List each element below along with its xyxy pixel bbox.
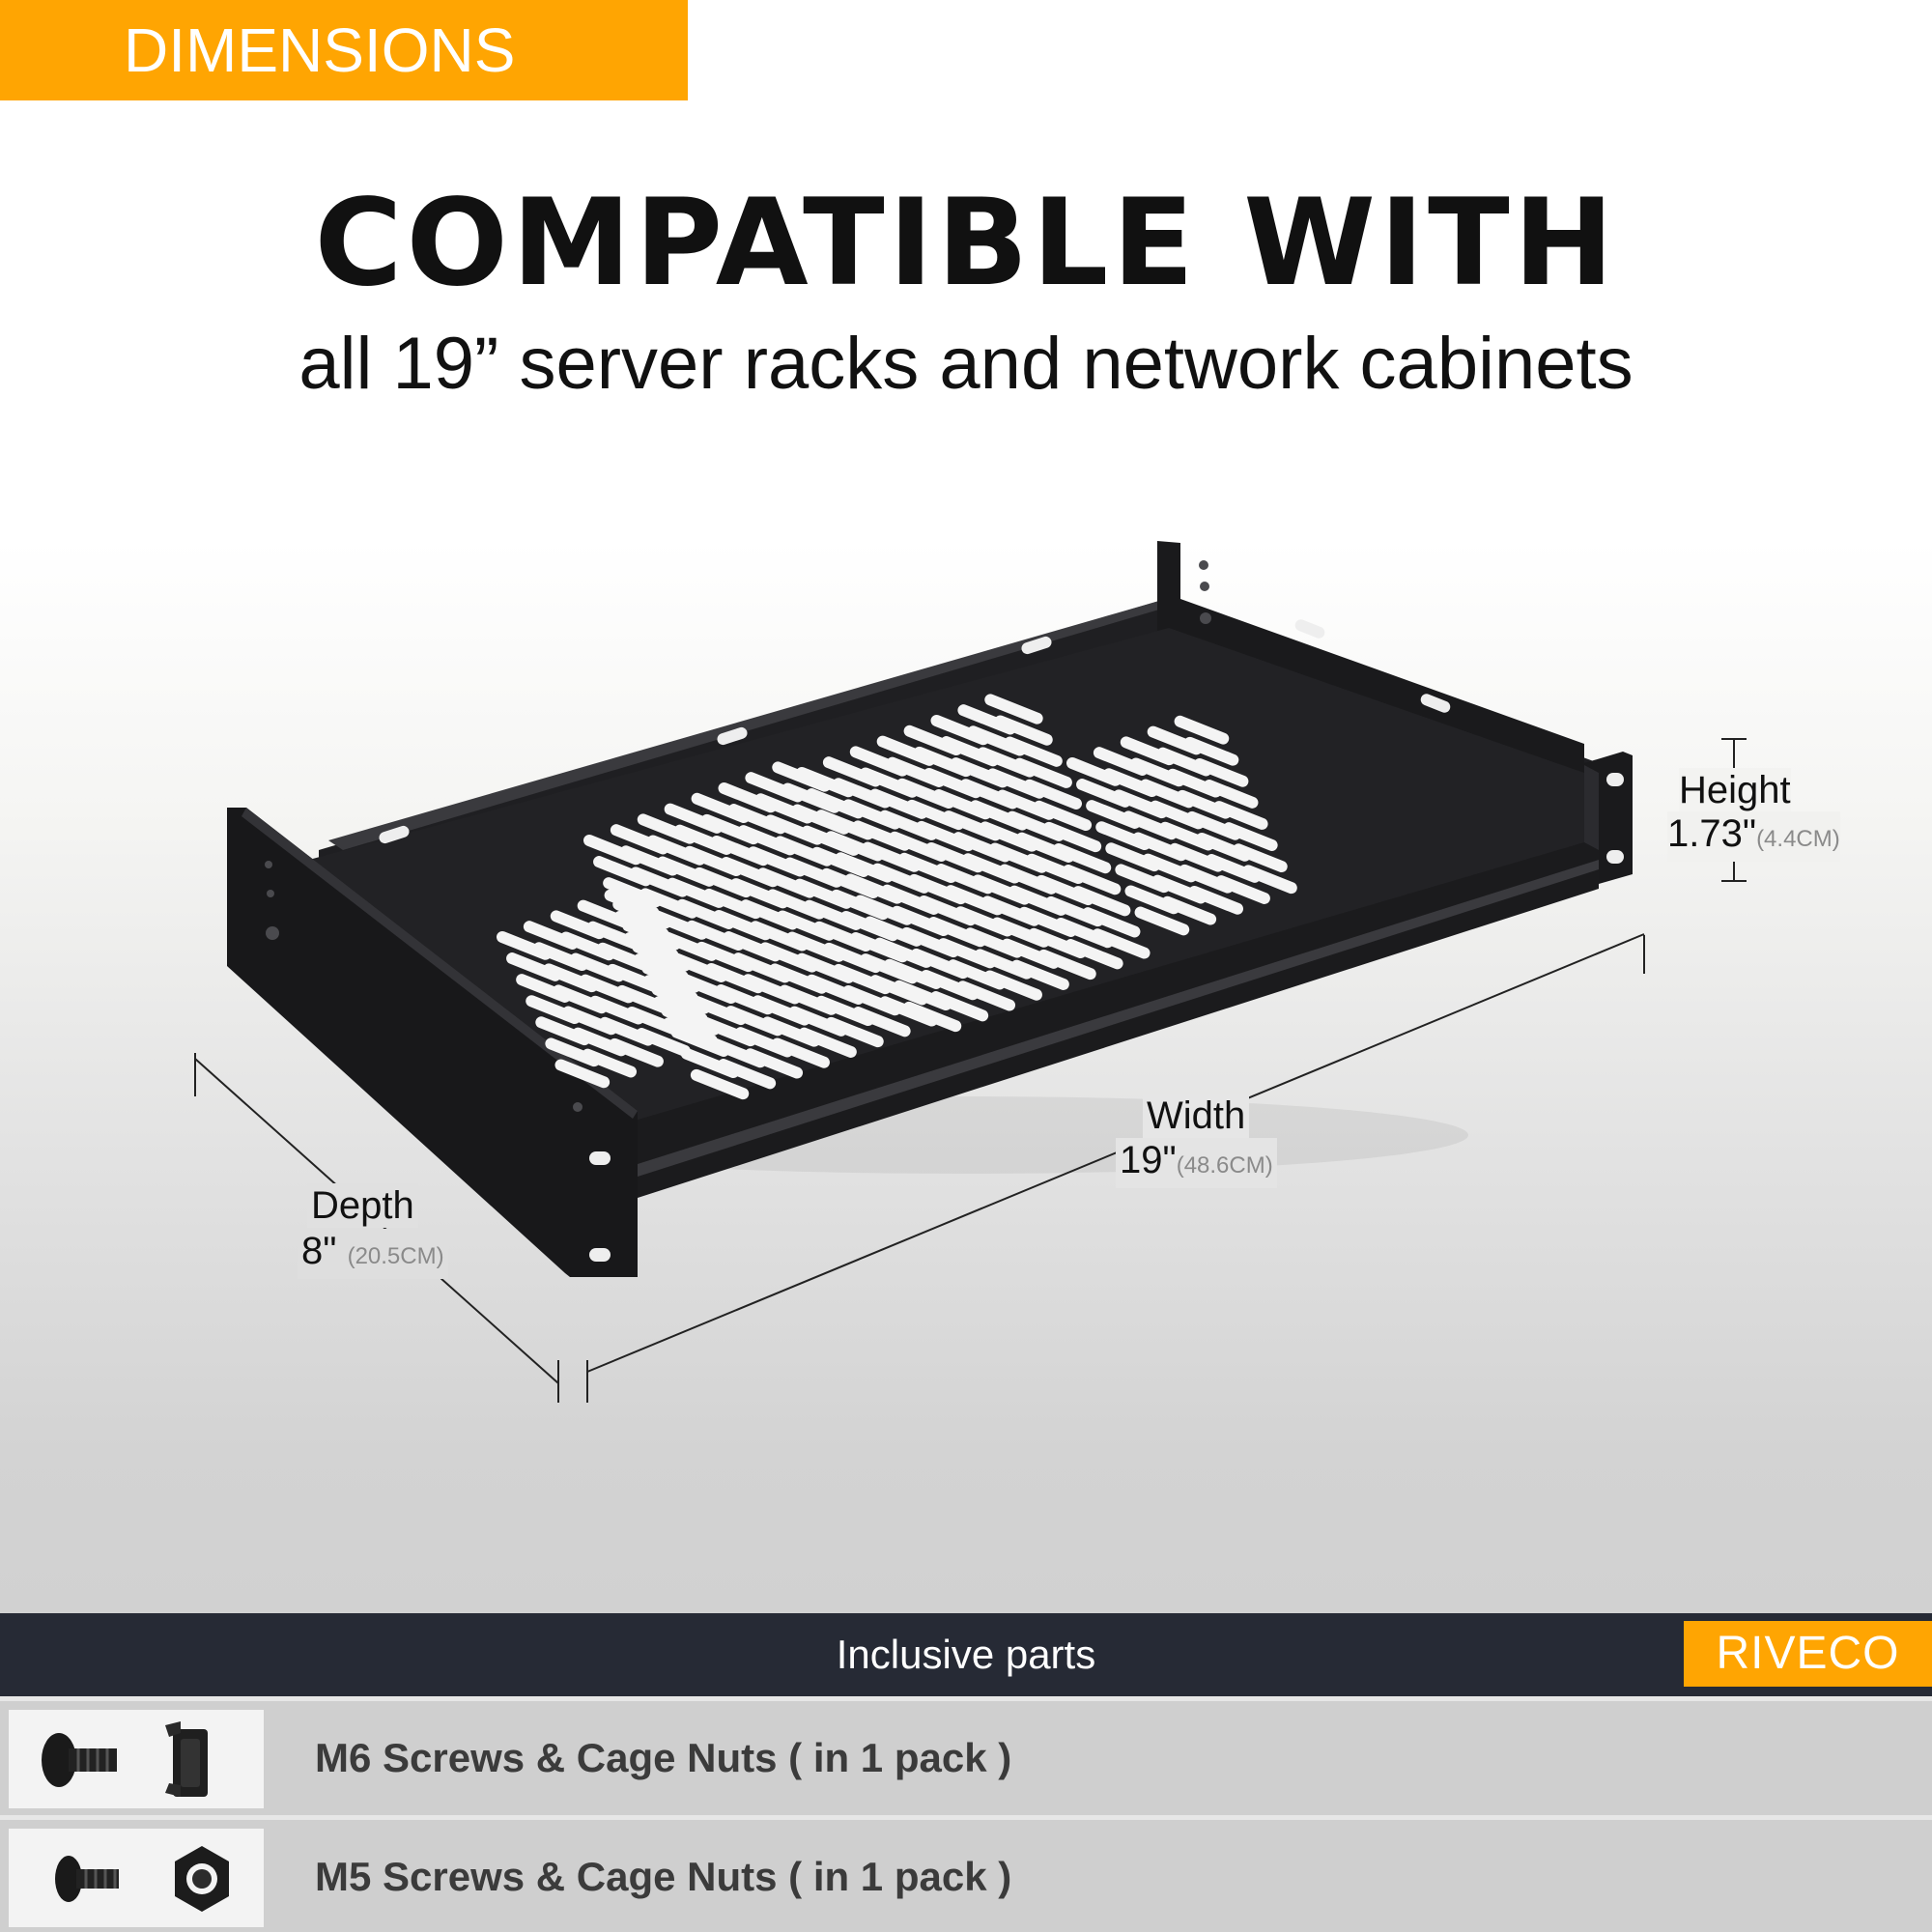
- vent-slot: [1013, 757, 1072, 788]
- vent-slot: [1052, 842, 1112, 874]
- vent-slot: [636, 1028, 691, 1057]
- width-title: Width: [1147, 1094, 1246, 1137]
- screw-icon: [42, 1733, 117, 1787]
- vent-slot: [984, 694, 1043, 724]
- parts-thumbnail: [9, 1710, 264, 1808]
- depth-inches: 8": [301, 1230, 337, 1272]
- vent-slot: [1004, 736, 1063, 767]
- vent-slot: [554, 1059, 611, 1089]
- vent-slot: [983, 970, 1042, 1001]
- height-cm: (4.4CM): [1756, 826, 1840, 852]
- depth-label: Depth: [307, 1183, 418, 1228]
- height-title: Height: [1679, 769, 1791, 811]
- vent-slot: [1065, 939, 1123, 970]
- vent-slot: [852, 1007, 911, 1037]
- headline: COMPATIBLE WITH: [314, 174, 1618, 313]
- parts-thumbnail: [9, 1829, 264, 1927]
- parts-item-label: M5 Screws & Cage Nuts ( in 1 pack ): [315, 1854, 1012, 1899]
- height-label: Height: [1679, 768, 1791, 812]
- vent-slot: [1033, 800, 1093, 832]
- width-inches: 19": [1120, 1139, 1177, 1181]
- vent-slot: [1010, 959, 1069, 990]
- width-label: Width: [1143, 1094, 1250, 1138]
- vent-slot: [1212, 801, 1268, 830]
- vent-slot: [1134, 906, 1190, 936]
- vent-slot: [798, 1027, 857, 1058]
- vent-slot: [690, 1068, 750, 1100]
- width-cm: (48.6CM): [1176, 1152, 1273, 1179]
- vent-slot: [1215, 875, 1270, 904]
- vent-slot: [994, 715, 1053, 746]
- inclusive-parts-header: Inclusive parts: [0, 1613, 1932, 1696]
- width-value: 19"(48.6CM): [1116, 1138, 1277, 1188]
- rack-shelf-illustration: [194, 541, 1747, 1403]
- vent-slot: [582, 1048, 638, 1078]
- vent-slot: [902, 1001, 962, 1033]
- height-inches: 1.73": [1667, 812, 1757, 855]
- dimensions-tag-text: DIMENSIONS: [124, 15, 516, 85]
- vent-slot: [717, 1059, 777, 1090]
- vent-slot: [1193, 757, 1249, 787]
- vent-slot: [929, 991, 989, 1022]
- screw-icon: [55, 1856, 119, 1902]
- hex-nut-icon: [175, 1846, 229, 1912]
- riveco-logo: RIVECO: [1684, 1621, 1932, 1687]
- vent-slot: [1037, 949, 1096, 980]
- inclusive-parts-title: Inclusive parts: [836, 1632, 1096, 1677]
- logo-text: RIVECO: [1716, 1628, 1900, 1679]
- vent-slot: [1188, 885, 1243, 915]
- subheadline: all 19” server racks and network cabinet…: [298, 323, 1634, 405]
- vent-slot: [825, 1016, 884, 1048]
- vent-slot: [1183, 736, 1239, 766]
- dimensions-tag: DIMENSIONS: [0, 0, 688, 100]
- height-value: 1.73"(4.4CM): [1667, 811, 1840, 862]
- vent-slot: [1042, 821, 1102, 853]
- vent-slot: [1223, 822, 1278, 851]
- parts-item-label: M6 Screws & Cage Nuts ( in 1 pack ): [315, 1735, 1012, 1780]
- vent-slot: [771, 1037, 830, 1068]
- vent-slot: [1233, 843, 1288, 873]
- vent-slot: [1062, 865, 1122, 895]
- vent-slot: [744, 1048, 804, 1079]
- vent-slot: [1174, 715, 1230, 745]
- vent-slot: [956, 980, 1016, 1011]
- vent-slot: [1092, 928, 1151, 959]
- vent-slot: [1161, 895, 1217, 925]
- depth-value: 8" (20.5CM): [298, 1229, 448, 1279]
- depth-cm: (20.5CM): [347, 1243, 444, 1269]
- vent-slot: [1242, 865, 1297, 895]
- vent-slot: [1072, 886, 1131, 917]
- cage-nut-icon: [165, 1721, 208, 1797]
- vent-slot: [1082, 907, 1141, 938]
- row-separator: [0, 1815, 1932, 1820]
- vent-slot: [1203, 780, 1259, 809]
- depth-title: Depth: [311, 1184, 414, 1227]
- vent-slots: [497, 694, 1297, 1100]
- parts-row-m6: M6 Screws & Cage Nuts ( in 1 pack ): [0, 1701, 1932, 1815]
- vent-slot: [1023, 779, 1082, 810]
- row-separator: [0, 1696, 1932, 1701]
- vent-slot: [609, 1037, 664, 1067]
- parts-row-m5: M5 Screws & Cage Nuts ( in 1 pack ): [0, 1820, 1932, 1932]
